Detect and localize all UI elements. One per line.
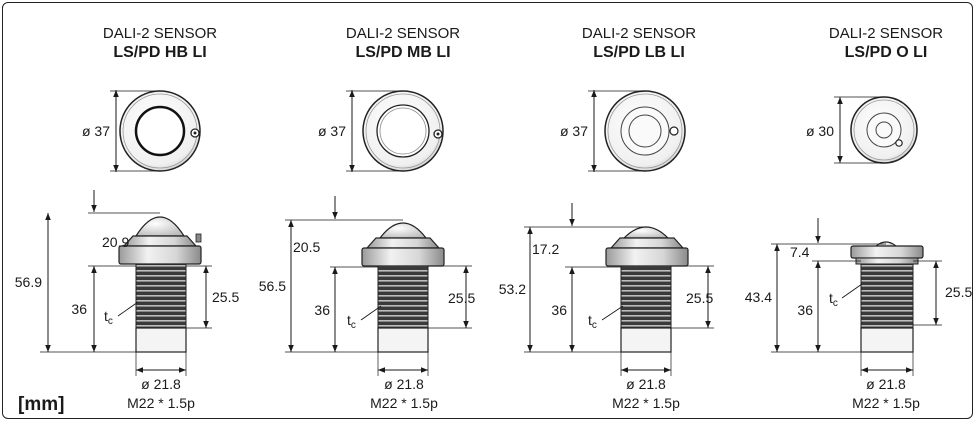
thread-diameter-label: ø 21.8 — [141, 376, 181, 392]
top-view: ø 37 — [318, 90, 444, 172]
thread-length-label: 25.5 — [945, 284, 972, 300]
thread-diameter-label: ø 21.8 — [626, 376, 666, 392]
body-height-label: 36 — [797, 302, 813, 318]
thread-diameter-label: ø 21.8 — [866, 376, 906, 392]
face-diameter-label: ø 37 — [318, 123, 346, 139]
side-view: 56.9 20.9 36 25.5 tc ø 21.8 M22 * 1.5p — [15, 190, 239, 411]
sensor-o: DALI-2 SENSOR LS/PD O LI ø 30 — [745, 25, 973, 411]
total-height-label: 56.9 — [15, 274, 42, 290]
dome-height-label: 17.2 — [532, 241, 559, 257]
sensor-title: DALI-2 SENSOR — [346, 25, 460, 42]
total-height-label: 56.5 — [259, 278, 286, 294]
thread-length-label: 25.5 — [212, 289, 239, 305]
top-view: ø 37 — [82, 90, 201, 172]
tc-label: tc — [104, 308, 113, 327]
top-view: ø 30 — [806, 96, 918, 164]
side-view: 43.4 7.4 36 25.5 tc ø 21.8 M22 * 1.5p — [745, 218, 972, 411]
drawing-frame — [2, 2, 973, 419]
face-diameter-label: ø 37 — [560, 123, 588, 139]
thread-length-label: 25.5 — [686, 290, 713, 306]
sensor-mb: DALI-2 SENSOR LS/PD MB LI ø 37 — [259, 25, 476, 411]
thread-length-label: 25.5 — [448, 290, 475, 306]
face-diameter-label: ø 30 — [806, 123, 834, 139]
sensor-title: DALI-2 SENSOR — [582, 25, 696, 42]
dome-height-label: 20.5 — [293, 239, 320, 255]
body-height-label: 36 — [71, 301, 87, 317]
total-height-label: 43.4 — [745, 289, 772, 305]
thread-spec-label: M22 * 1.5p — [612, 395, 680, 411]
tc-label: tc — [347, 312, 356, 331]
thread-spec-label: M22 * 1.5p — [127, 395, 195, 411]
body-height-label: 36 — [551, 302, 567, 318]
dome-height-label: 20.9 — [102, 234, 129, 250]
sensor-title: DALI-2 SENSOR — [103, 25, 217, 42]
face-diameter-label: ø 37 — [82, 123, 110, 139]
dome-height-label: 7.4 — [790, 244, 810, 260]
tc-label: tc — [588, 312, 597, 331]
sensor-model: LS/PD HB LI — [113, 44, 206, 61]
body-height-label: 36 — [314, 302, 330, 318]
sensor-model: LS/PD MB LI — [355, 44, 450, 61]
unit-label: [mm] — [18, 394, 64, 415]
thread-spec-label: M22 * 1.5p — [852, 395, 920, 411]
sensor-lb: DALI-2 SENSOR LS/PD LB LI ø 37 — [499, 25, 714, 411]
total-height-label: 53.2 — [499, 281, 526, 297]
sensor-title: DALI-2 SENSOR — [829, 25, 943, 42]
sensor-model: LS/PD LB LI — [593, 44, 685, 61]
side-view: 53.2 17.2 36 25.5 tc ø 21.8 M22 * 1.5p — [499, 203, 714, 411]
tc-label: tc — [829, 290, 838, 309]
thread-spec-label: M22 * 1.5p — [370, 395, 438, 411]
top-view: ø 37 — [560, 90, 686, 172]
sensor-hb: DALI-2 SENSOR LS/PD HB LI ø 37 — [15, 25, 240, 411]
side-view: 56.5 20.5 36 25.5 tc ø 21.8 M22 * 1.5p — [259, 196, 475, 411]
sensor-model: LS/PD O LI — [845, 44, 928, 61]
thread-diameter-label: ø 21.8 — [384, 376, 424, 392]
